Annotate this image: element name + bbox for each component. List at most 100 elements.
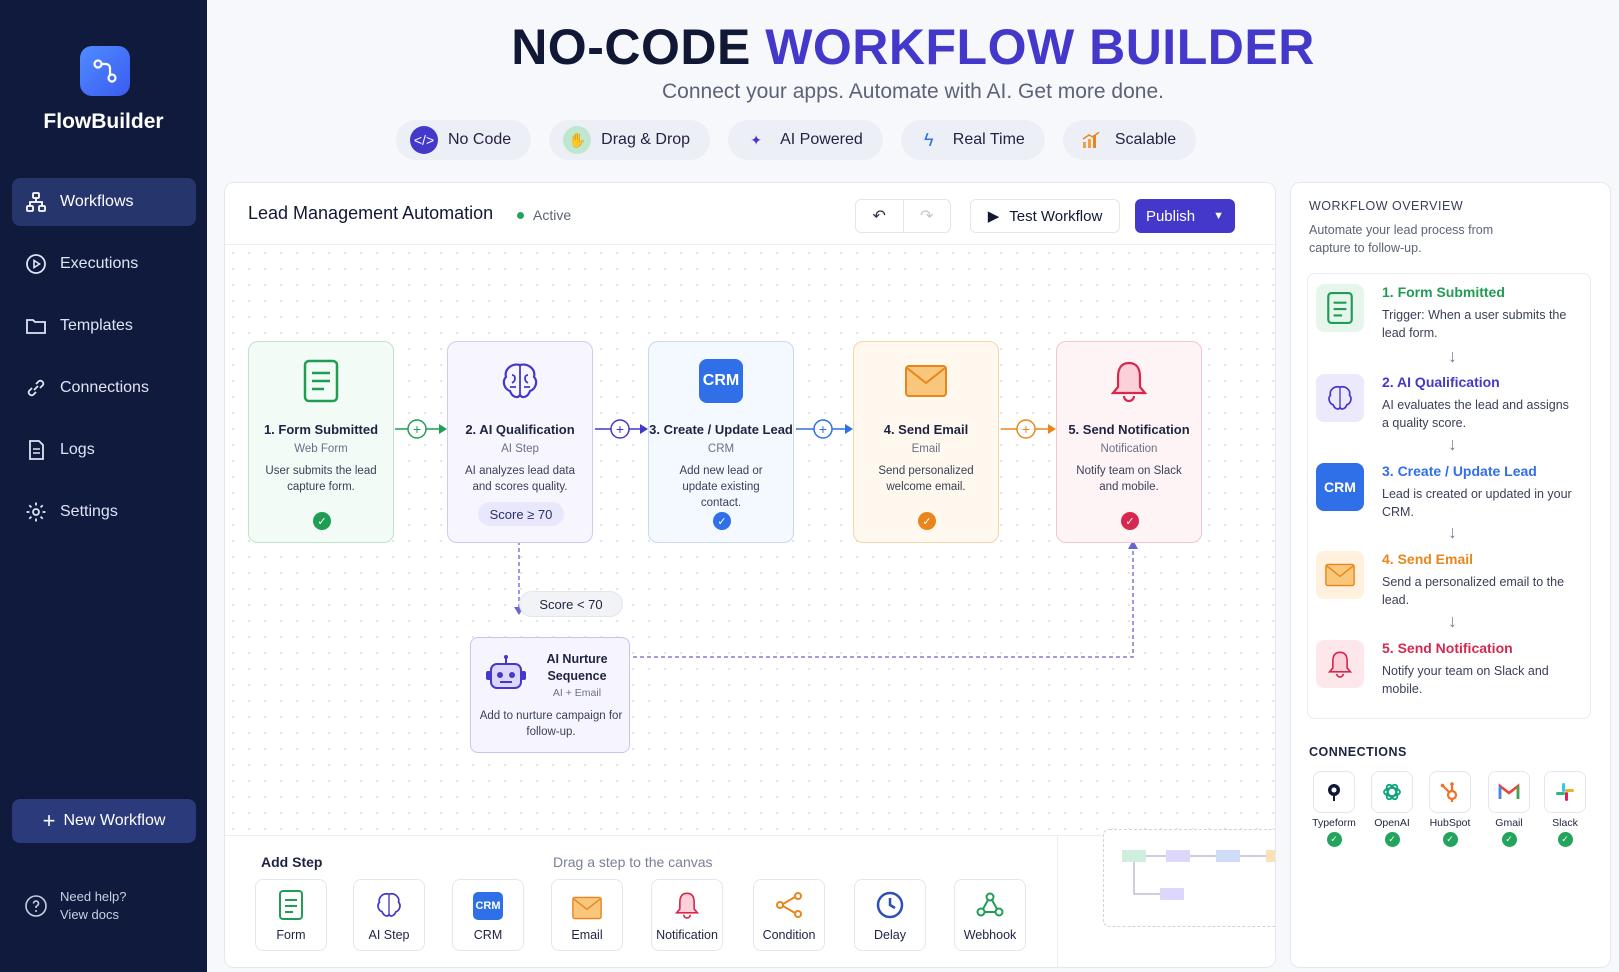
overview-step-4[interactable]: 4. Send Email Send a personalized email … — [1316, 551, 1586, 631]
overview-step-3[interactable]: CRM 3. Create / Update Lead Lead is crea… — [1316, 463, 1586, 543]
sparkle-icon: ✦ — [750, 131, 762, 148]
arrow-down-icon: ↓ — [1448, 346, 1457, 366]
overview-step-title: 4. Send Email — [1382, 551, 1474, 567]
tile-condition[interactable]: Condition — [753, 879, 825, 951]
connection-typeform[interactable]: Typeform✓ — [1312, 771, 1356, 847]
tile-ai-step[interactable]: AI Step — [353, 879, 425, 951]
node-title: 4. Send Email — [883, 422, 969, 437]
crm-icon: CRM — [1316, 463, 1364, 511]
tile-label: Condition — [762, 928, 816, 942]
tile-label: Notification — [656, 928, 718, 942]
tile-delay[interactable]: Delay — [854, 879, 926, 951]
nav-logs[interactable]: Logs — [12, 426, 196, 474]
undo-icon: ↶ — [872, 208, 886, 225]
arrow-down-icon: ↓ — [1448, 611, 1457, 631]
document-icon — [29, 440, 44, 460]
test-label: Test Workflow — [1009, 207, 1103, 225]
overview-step-title: 5. Send Notification — [1382, 640, 1513, 656]
check-icon: ✓ — [1384, 832, 1400, 847]
check-icon: ✓ — [1501, 832, 1517, 847]
svg-text:+: + — [413, 421, 421, 437]
test-workflow-button[interactable]: ▶ Test Workflow — [970, 199, 1120, 233]
connection-label: Slack — [1552, 817, 1578, 829]
nurture-title: AI Nurture Sequence — [546, 652, 608, 683]
help-link[interactable]: Need help?View docs — [24, 888, 127, 924]
play-icon: ▶ — [987, 208, 1000, 225]
brain-icon — [354, 880, 424, 920]
tile-form[interactable]: Form — [255, 879, 327, 951]
check-icon: ✓ — [1557, 832, 1573, 847]
crm-icon-text: CRM — [473, 892, 503, 920]
help-title: Need help? — [60, 889, 127, 904]
workflow-icon — [26, 192, 46, 212]
overview-description: Automate your lead process from capture … — [1309, 223, 1494, 255]
nav-label: Connections — [60, 379, 149, 396]
flow-logo-icon — [93, 59, 117, 83]
bell-icon — [1106, 358, 1152, 404]
tile-email[interactable]: Email — [551, 879, 623, 951]
gear-icon — [26, 502, 46, 522]
new-workflow-button[interactable]: + New Workflow — [12, 799, 196, 843]
webhook-icon — [955, 880, 1025, 920]
pill-ai-powered: ✦AI Powered — [728, 120, 883, 160]
undo-button[interactable]: ↶ — [856, 200, 904, 232]
connection-openai[interactable]: OpenAI✓ — [1370, 771, 1414, 847]
pill-label: Scalable — [1114, 131, 1177, 148]
connection-slack[interactable]: Slack ✓ — [1543, 771, 1587, 847]
nav-workflows[interactable]: Workflows — [12, 178, 196, 226]
node-form-submitted[interactable]: 1. Form Submitted Web Form User submits … — [248, 341, 394, 543]
tile-webhook[interactable]: Webhook — [954, 879, 1026, 951]
publish-label: Publish — [1145, 207, 1196, 225]
connection-gmail[interactable]: Gmail✓ — [1487, 771, 1531, 847]
overview-step-desc: Trigger: When a user submits the lead fo… — [1382, 308, 1567, 340]
overview-step-title: 3. Create / Update Lead — [1382, 463, 1537, 479]
redo-button[interactable]: ↷ — [904, 200, 951, 232]
overview-step-desc: AI evaluates the lead and assigns a qual… — [1382, 398, 1569, 430]
canvas-header: Lead Management Automation Active ↶ ↷ ▶ T… — [225, 183, 1275, 245]
workflow-canvas[interactable]: Lead Management Automation Active ↶ ↷ ▶ T… — [224, 182, 1276, 968]
connection-hubspot[interactable]: HubSpot✓ — [1428, 771, 1472, 847]
status-badge: Active — [517, 207, 571, 223]
node-send-notification[interactable]: 5. Send Notification Notification Notify… — [1056, 341, 1202, 543]
nav-label: Templates — [60, 317, 133, 334]
brain-icon — [1316, 374, 1364, 422]
nav-connections[interactable]: Connections — [12, 364, 196, 412]
brand-name: FlowBuilder — [43, 110, 164, 133]
tile-label: Delay — [874, 928, 906, 942]
bar-chart-icon — [1077, 126, 1105, 154]
overview-step-5[interactable]: 5. Send Notification Notify your team on… — [1316, 640, 1586, 720]
node-ai-nurture[interactable]: AI Nurture Sequence AI + Email Add to nu… — [470, 637, 630, 753]
status-label: Active — [533, 207, 572, 223]
minimap[interactable] — [1103, 829, 1275, 927]
typeform-logo-icon — [1313, 771, 1355, 813]
publish-button[interactable]: Publish▼ — [1135, 199, 1235, 233]
overview-step-desc: Send a personalized email to the lead. — [1382, 575, 1565, 607]
node-create-update-lead[interactable]: CRM 3. Create / Update Lead CRM Add new … — [648, 341, 794, 543]
overview-step-2[interactable]: 2. AI Qualification AI evaluates the lea… — [1316, 374, 1586, 454]
tile-notification[interactable]: Notification — [651, 879, 723, 951]
nav-executions[interactable]: Executions — [12, 240, 196, 288]
overview-step-1[interactable]: 1. Form Submitted Trigger: When a user s… — [1316, 284, 1586, 364]
page-title: NO-CODE WORKFLOW BUILDER — [207, 18, 1619, 76]
node-title: 2. AI Qualification — [465, 422, 575, 437]
plus-icon: + — [42, 808, 56, 833]
add-step-panel: Add Step Drag a step to the canvas Form … — [225, 835, 1275, 967]
workflow-title: Lead Management Automation — [248, 203, 494, 223]
help-circle-icon — [25, 895, 47, 917]
redo-icon: ↷ — [920, 208, 934, 225]
node-desc: Notify team on Slack and mobile. — [1076, 465, 1182, 493]
svg-text:+: + — [616, 421, 624, 437]
nav-templates[interactable]: Templates — [12, 302, 196, 350]
node-type: Web Form — [294, 443, 348, 455]
crm-icon: CRM — [453, 880, 523, 920]
check-icon: ✓ — [918, 512, 936, 530]
connector-1-2: + — [395, 419, 447, 439]
node-ai-qualification[interactable]: 2. AI Qualification AI Step AI analyzes … — [447, 341, 593, 543]
minimap-preview — [1122, 850, 1275, 900]
node-send-email[interactable]: 4. Send Email Email Send personalized we… — [853, 341, 999, 543]
clock-icon — [855, 880, 925, 920]
nav-settings[interactable]: Settings — [12, 488, 196, 536]
code-icon: </> — [410, 126, 438, 154]
branch-icon — [754, 880, 824, 920]
